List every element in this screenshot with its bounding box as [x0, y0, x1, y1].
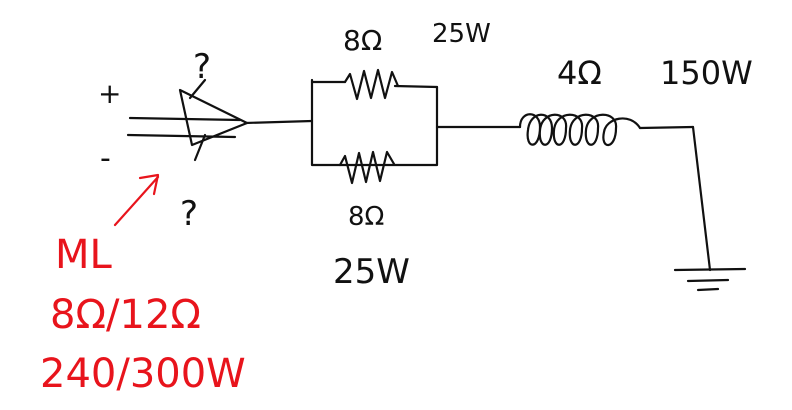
amp-mark-top: [188, 78, 207, 100]
resistor-bottom-power-label: 25W: [333, 252, 410, 292]
note-line-3: 240/300W: [40, 351, 246, 397]
annotation-arrow-head: [138, 173, 160, 196]
top-branch-right: [393, 84, 439, 89]
ground-bar-3: [696, 287, 720, 292]
question-top-label: ?: [193, 47, 211, 87]
wire-amp-to-resistors: [243, 119, 314, 125]
amplifier-symbol: [178, 88, 249, 147]
inductor-coil: [518, 113, 642, 147]
resistor-top: [343, 68, 400, 101]
resistor-bottom-value-label: 8Ω: [348, 202, 384, 232]
resistor-top-value-label: 8Ω: [343, 24, 382, 57]
annotation-arrow-shaft: [113, 175, 160, 227]
question-bottom-label: ?: [180, 194, 198, 234]
resistor-top-power-label: 25W: [432, 19, 491, 49]
ground-drop: [691, 125, 712, 272]
plus-label: +: [98, 77, 121, 110]
note-line-1: ML: [55, 232, 113, 278]
ground-bar-2: [686, 278, 730, 283]
minus-label: -: [100, 141, 111, 176]
input-wire-bottom: [126, 133, 237, 139]
wire-to-ground: [638, 125, 695, 130]
note-line-2: 8Ω/12Ω: [50, 292, 201, 338]
inductor-value-label: 4Ω: [557, 54, 602, 92]
amp-mark-bottom: [193, 133, 207, 162]
parallel-frame: [310, 78, 439, 167]
resistor-bottom: [338, 150, 396, 185]
inductor-power-label: 150W: [660, 54, 753, 92]
ground-bar-1: [673, 267, 747, 272]
input-wire-top: [128, 116, 242, 122]
